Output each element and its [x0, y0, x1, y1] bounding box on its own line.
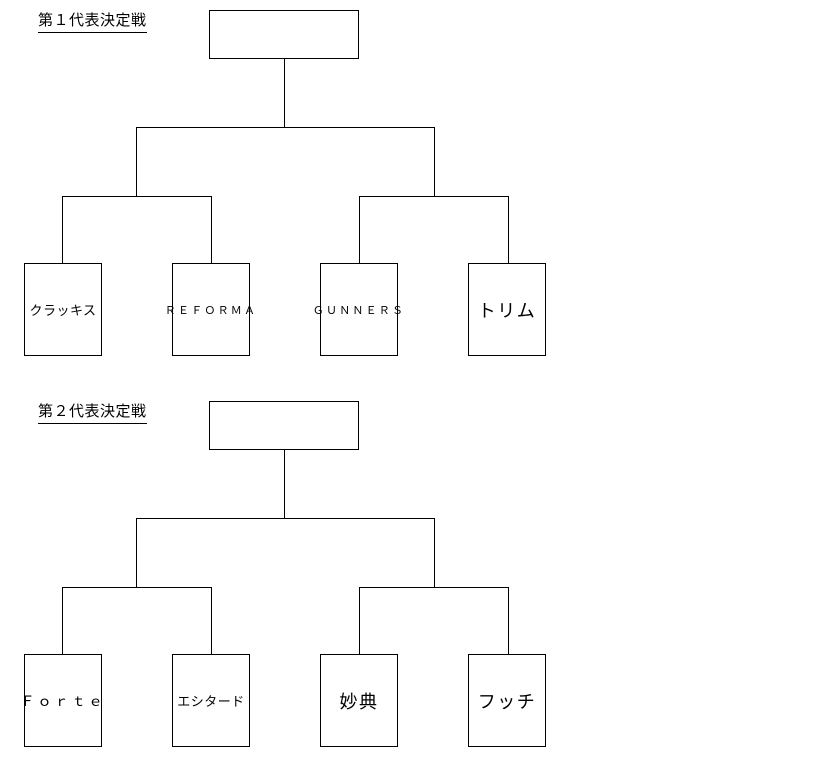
team-label-1-1: クラッキス — [29, 303, 97, 318]
team-box-2-2[interactable]: エシタード — [172, 654, 250, 747]
section-title-2: 第２代表決定戦 — [38, 402, 147, 424]
connector-final-stem-2 — [284, 450, 285, 519]
connector-final-bar-1 — [136, 127, 435, 128]
connector-semifinal-bar-left-1 — [62, 196, 212, 197]
section-title-1: 第１代表決定戦 — [38, 11, 147, 33]
team-box-2-3[interactable]: 妙典 — [320, 654, 398, 747]
connector-final-bar-2 — [136, 518, 435, 519]
connector-final-drop-left-1 — [136, 127, 137, 197]
team-box-2-1[interactable]: Ｆｏｒｔｅ — [21, 654, 103, 747]
connector-drop-team-2-1 — [211, 196, 212, 264]
connector-drop-team-1-1 — [62, 196, 63, 264]
team-label-2-3: 妙典 — [339, 691, 379, 712]
connector-final-stem-1 — [284, 59, 285, 128]
connector-drop-team-2-2 — [211, 587, 212, 655]
bracket-section-2: 第２代表決定戦 Ｆｏｒｔｅ エシタード 妙典 フッチ — [0, 391, 836, 781]
connector-final-drop-left-2 — [136, 518, 137, 588]
team-box-1-1[interactable]: クラッキス — [24, 263, 102, 356]
team-label-2-4: フッチ — [477, 691, 537, 712]
connector-drop-team-2-1 — [62, 587, 63, 655]
connector-drop-team-2-4 — [508, 587, 509, 655]
connector-final-drop-right-1 — [434, 127, 435, 197]
connector-drop-team-2-3 — [359, 587, 360, 655]
champion-box-2[interactable] — [209, 401, 359, 450]
connector-drop-team-3-1 — [359, 196, 360, 264]
team-label-1-3: ＧＵＮＮＥＲＳ — [312, 304, 406, 317]
team-label-1-4: トリム — [477, 300, 537, 321]
bracket-section-1: 第１代表決定戦 クラッキス ＲＥＦＯＲＭＡ ＧＵＮＮＥＲＳ トリム — [0, 0, 836, 390]
team-box-1-2[interactable]: ＲＥＦＯＲＭＡ — [165, 263, 255, 356]
connector-semifinal-bar-right-2 — [359, 587, 509, 588]
team-box-1-3[interactable]: ＧＵＮＮＥＲＳ — [313, 263, 403, 356]
team-box-1-4[interactable]: トリム — [468, 263, 546, 356]
connector-semifinal-bar-left-2 — [62, 587, 212, 588]
connector-final-drop-right-2 — [434, 518, 435, 588]
team-label-2-1: Ｆｏｒｔｅ — [20, 692, 106, 709]
team-box-2-4[interactable]: フッチ — [468, 654, 546, 747]
team-label-1-2: ＲＥＦＯＲＭＡ — [164, 304, 258, 317]
team-label-2-2: エシタード — [177, 694, 245, 709]
champion-box-1[interactable] — [209, 10, 359, 59]
connector-semifinal-bar-right-1 — [359, 196, 509, 197]
connector-drop-team-4-1 — [508, 196, 509, 264]
